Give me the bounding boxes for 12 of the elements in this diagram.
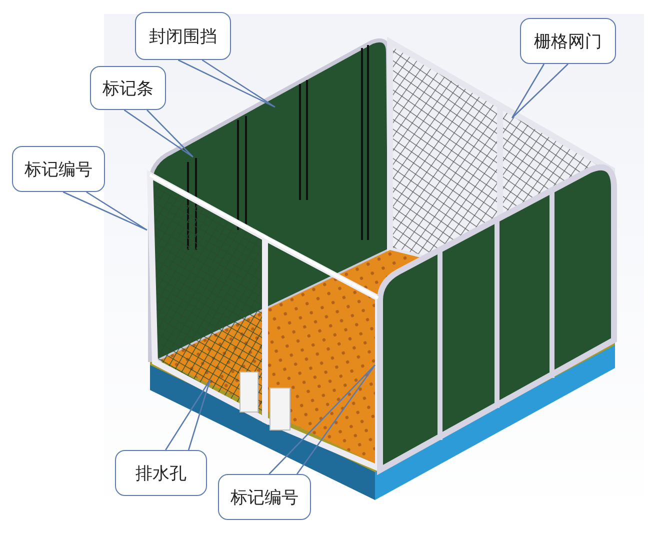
leader-line [178, 59, 276, 108]
leader-line [124, 109, 194, 158]
callout-label: 栅格网门 [520, 18, 616, 64]
leader-line [62, 191, 148, 231]
callout-label: 标记编号 [218, 474, 311, 520]
leader-line [511, 64, 568, 119]
leader-line [268, 364, 376, 474]
leader-line [165, 379, 211, 450]
callout-label: 标记条 [90, 66, 166, 110]
callout-label: 标记编号 [12, 146, 105, 192]
callout-label: 封闭围挡 [135, 12, 231, 60]
callout-label: 排水孔 [115, 450, 207, 496]
